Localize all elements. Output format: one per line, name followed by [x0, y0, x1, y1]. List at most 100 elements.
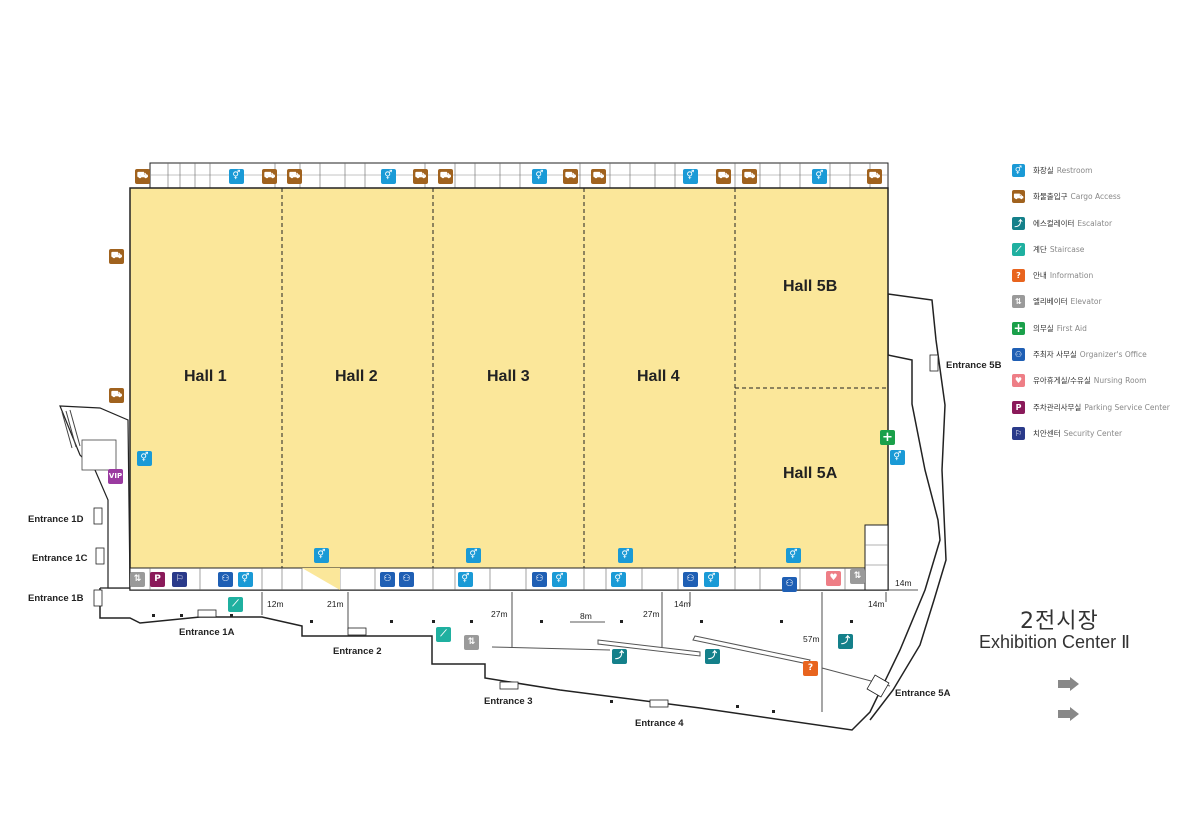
hall-3-label[interactable]: Hall 3 — [487, 368, 530, 385]
cargo-access-icon[interactable]: ⛟ — [742, 169, 757, 184]
legend-label-en: Elevator — [1070, 297, 1102, 307]
information-icon[interactable]: ? — [803, 661, 818, 676]
halls-block — [129, 187, 889, 591]
entrance-1b-label[interactable]: Entrance 1B — [28, 593, 84, 604]
organizer-office-icon[interactable]: ⚇ — [532, 572, 547, 587]
restroom-icon[interactable]: ⚥ — [466, 548, 481, 563]
cargo-access-icon[interactable]: ⛟ — [109, 388, 124, 403]
hall-5b-label[interactable]: Hall 5B — [783, 278, 838, 295]
hall-5a-label[interactable]: Hall 5A — [783, 465, 838, 482]
organizer-office-icon[interactable]: ⚇ — [380, 572, 395, 587]
organizer-office-icon: ⚇ — [1012, 348, 1025, 362]
staircase-icon[interactable]: ⟋ — [228, 597, 243, 612]
cargo-access-icon[interactable]: ⛟ — [867, 169, 882, 184]
organizer-office-icon[interactable]: ⚇ — [399, 572, 414, 587]
information-icon: ? — [1012, 269, 1025, 283]
restroom-icon[interactable]: ⚥ — [229, 169, 244, 184]
cargo-access-icon[interactable]: ⛟ — [287, 169, 302, 184]
entrance-4-label[interactable]: Entrance 4 — [635, 718, 684, 729]
door-marks — [93, 354, 939, 708]
escalator-icon[interactable]: ⤴ — [612, 649, 627, 664]
walkways — [491, 635, 891, 687]
elevator-icon[interactable]: ⇅ — [130, 572, 145, 587]
next-arrow-icon[interactable] — [1058, 707, 1080, 721]
organizer-office-icon[interactable]: ⚇ — [218, 572, 233, 587]
cargo-access-icon[interactable]: ⛟ — [716, 169, 731, 184]
vip-room-icon[interactable]: VIP — [108, 469, 123, 484]
elevator-icon: ⇅ — [1012, 295, 1025, 309]
restroom-icon[interactable]: ⚥ — [890, 450, 905, 465]
north-service-strip — [149, 162, 889, 189]
restroom-icon[interactable]: ⚥ — [683, 169, 698, 184]
restroom-icon[interactable]: ⚥ — [812, 169, 827, 184]
restroom-icon[interactable]: ⚥ — [618, 548, 633, 563]
restroom-icon[interactable]: ⚥ — [552, 572, 567, 587]
escalator-icon[interactable]: ⤴ — [838, 634, 853, 649]
elevator-icon[interactable]: ⇅ — [850, 569, 865, 584]
legend-label-ko: 주차관리사무실 — [1033, 402, 1082, 412]
entrance-5a-label[interactable]: Entrance 5A — [895, 688, 951, 699]
cargo-access-icon[interactable]: ⛟ — [262, 169, 277, 184]
legend-label-ko: 의무실 — [1033, 323, 1054, 333]
restroom-icon[interactable]: ⚥ — [611, 572, 626, 587]
entrance-5b-label[interactable]: Entrance 5B — [946, 360, 1002, 371]
escalator-icon: ⤴ — [1012, 216, 1025, 230]
organizer-office-icon[interactable]: ⚇ — [782, 577, 797, 592]
dimension-label: 14m — [895, 578, 912, 588]
entrance-1d-label[interactable]: Entrance 1D — [28, 514, 84, 525]
restroom-icon[interactable]: ⚥ — [704, 572, 719, 587]
dimension-lines — [261, 589, 918, 712]
parking-service-icon[interactable]: P — [150, 572, 165, 587]
cargo-access-icon[interactable]: ⛟ — [135, 169, 150, 184]
cargo-access-icon[interactable]: ⛟ — [109, 249, 124, 264]
restroom-icon[interactable]: ⚥ — [786, 548, 801, 563]
cargo-access-icon: ⛟ — [1012, 190, 1025, 204]
legend-label-en: Information — [1049, 271, 1094, 281]
legend-label-ko: 치안센터 — [1033, 428, 1061, 438]
organizer-office-icon[interactable]: ⚇ — [683, 572, 698, 587]
escalator-icon[interactable]: ⤴ — [705, 649, 720, 664]
restroom-icon[interactable]: ⚥ — [314, 548, 329, 563]
lobby-outline — [99, 293, 947, 731]
legend-label-ko: 에스컬레이터 — [1033, 218, 1075, 228]
restroom-icon[interactable]: ⚥ — [532, 169, 547, 184]
first-aid-icon[interactable]: + — [880, 430, 895, 445]
cargo-access-icon[interactable]: ⛟ — [591, 169, 606, 184]
staircase-icon[interactable]: ⟋ — [436, 627, 451, 642]
restroom-icon[interactable]: ⚥ — [458, 572, 473, 587]
parking-service-icon: P — [1012, 400, 1025, 414]
map-title-english: Exhibition Center Ⅱ — [979, 632, 1130, 652]
cargo-access-icon[interactable]: ⛟ — [438, 169, 453, 184]
dimension-label: 21m — [327, 599, 344, 609]
hall-4-label[interactable]: Hall 4 — [637, 368, 680, 385]
entrance-2-label[interactable]: Entrance 2 — [333, 646, 382, 657]
dimension-label: 27m — [491, 609, 508, 619]
elevator-icon[interactable]: ⇅ — [464, 635, 479, 650]
entrance-1c-label[interactable]: Entrance 1C — [32, 553, 88, 564]
dimension-label: 27m — [643, 609, 660, 619]
cargo-access-icon[interactable]: ⛟ — [413, 169, 428, 184]
security-center-icon: ⚐ — [1012, 426, 1025, 440]
hall-2-label[interactable]: Hall 2 — [335, 368, 378, 385]
entrance-1a-label[interactable]: Entrance 1A — [179, 627, 235, 638]
restroom-icon[interactable]: ⚥ — [238, 572, 253, 587]
hall-1-label[interactable]: Hall 1 — [184, 368, 227, 385]
legend-label-en: Nursing Room — [1093, 376, 1147, 386]
next-arrow-icon[interactable] — [1058, 677, 1080, 691]
nursing-room-icon[interactable]: ♥ — [826, 571, 841, 586]
legend-label-en: Security Center — [1063, 428, 1123, 438]
map-title-korean: 2전시장 — [1020, 609, 1099, 634]
restroom-icon[interactable]: ⚥ — [137, 451, 152, 466]
legend-label-ko: 엘리베이터 — [1033, 297, 1068, 307]
cargo-access-icon[interactable]: ⛟ — [563, 169, 578, 184]
security-center-icon[interactable]: ⚐ — [172, 572, 187, 587]
entrance-3-label[interactable]: Entrance 3 — [484, 696, 533, 707]
restroom-icon[interactable]: ⚥ — [381, 169, 396, 184]
